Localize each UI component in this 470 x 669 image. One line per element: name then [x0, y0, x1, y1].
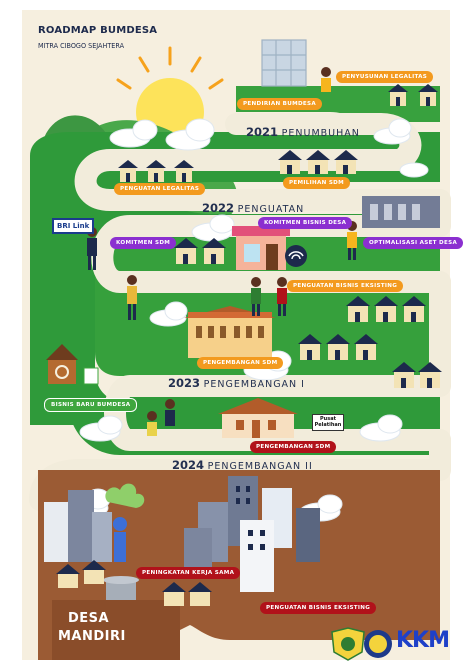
training-center-sign: Pusat Pelatihan — [312, 414, 344, 431]
recycle-icon — [46, 344, 99, 385]
milestone-bisnis-baru-bumdesa: BISNIS BARU BUMDESA — [44, 398, 138, 412]
milestone-optimalisasi-aset-desa: OPTIMALISASI ASET DESA — [363, 237, 464, 249]
top-plateau — [236, 86, 440, 122]
house-icon — [374, 296, 398, 322]
house-icon — [118, 160, 138, 182]
house-icon — [354, 334, 378, 360]
milestone-pemilihan-sdm: PEMILIHAN SDM — [283, 177, 350, 189]
house-icon — [418, 362, 442, 388]
house-icon — [388, 84, 408, 106]
person-icon — [277, 277, 287, 316]
cloud-icon — [359, 414, 403, 442]
training-center-icon — [218, 398, 298, 438]
cloud-icon — [109, 119, 158, 148]
wifi-icon — [285, 245, 307, 267]
house-icon — [306, 150, 330, 174]
cloud-icon — [165, 118, 215, 151]
milestone-komitmen-sdm: KOMITMEN SDM — [110, 237, 177, 249]
cloud-icon — [191, 214, 235, 242]
house-icon — [188, 582, 212, 606]
person-icon — [321, 67, 331, 92]
kkm-logo: KKM — [396, 628, 450, 653]
house-icon — [162, 582, 186, 606]
house-icon — [402, 296, 426, 322]
university-logo-icon — [364, 630, 392, 658]
milestone-komitmen-bisnis-desa: KOMITMEN BISNIS DESA — [258, 217, 353, 229]
milestone-peningkatan-kerja-sama: PENINGKATAN KERJA SAMA — [136, 567, 241, 579]
house-icon — [346, 296, 370, 322]
person-icon — [147, 411, 157, 436]
house-icon — [146, 160, 166, 182]
milestone-pengembangan-sdm-2022: PENGEMBANGAN SDM — [197, 357, 284, 369]
bri-link-sign: BRI Link — [52, 218, 95, 234]
desa-mandiri-plate — [52, 600, 180, 660]
training-building-icon — [184, 306, 276, 358]
house-icon — [174, 160, 194, 182]
year-2024-label: 2024 PENGEMBANGAN II — [172, 458, 313, 472]
statue-tree-icon — [103, 483, 145, 600]
university-seal-icon — [331, 627, 365, 661]
cloud-icon — [373, 118, 412, 145]
scaffold-tower-icon — [261, 39, 307, 87]
year-2023-label: 2023 PENGEMBANGAN I — [168, 376, 305, 390]
house-icon — [174, 238, 198, 264]
shop-icon — [232, 226, 290, 270]
house-icon — [202, 238, 226, 264]
house-icon — [278, 150, 302, 174]
page-subtitle: MITRA CIBOGO SEJAHTERA — [38, 41, 124, 50]
person-icon — [127, 275, 137, 320]
cloud-icon — [399, 162, 429, 178]
house-icon — [392, 362, 416, 388]
house-icon — [418, 84, 438, 106]
person-icon — [165, 399, 175, 426]
milestone-penyusunan-legalitas: PENYUSUNAN LEGALITAS — [336, 71, 434, 83]
milestone-pendirian-bumdesa: PENDIRIAN BUMDESA — [237, 98, 322, 110]
house-icon — [334, 150, 358, 174]
milestone-penguatan-bisnis-eksisting-2024: PENGUATAN BISNIS EKSISTING — [260, 602, 377, 614]
year-2021-label: 2021 PENUMBUHAN — [246, 125, 360, 139]
page-title: ROADMAP BUMDESA — [38, 25, 158, 36]
person-icon — [251, 277, 261, 316]
zone-2023-left — [30, 290, 180, 425]
house-icon — [298, 334, 322, 360]
cloud-icon — [79, 415, 123, 442]
house-icon — [56, 564, 80, 588]
milestone-penguatan-legalitas: PENGUATAN LEGALITAS — [114, 183, 206, 195]
mandiri-label: MANDIRI — [58, 629, 126, 644]
year-2022-label: 2022 PENGUATAN — [202, 201, 305, 215]
warehouse-icon — [362, 196, 440, 228]
desa-label: DESA — [68, 611, 110, 626]
house-icon — [326, 334, 350, 360]
milestone-penguatan-bisnis-eksisting-2022: PENGUATAN BISNIS EKSISTING — [287, 280, 404, 292]
milestone-pengembangan-sdm-2023: PENGEMBANGAN SDM — [250, 441, 337, 453]
house-icon — [82, 560, 106, 584]
city-left-icon — [44, 490, 112, 562]
